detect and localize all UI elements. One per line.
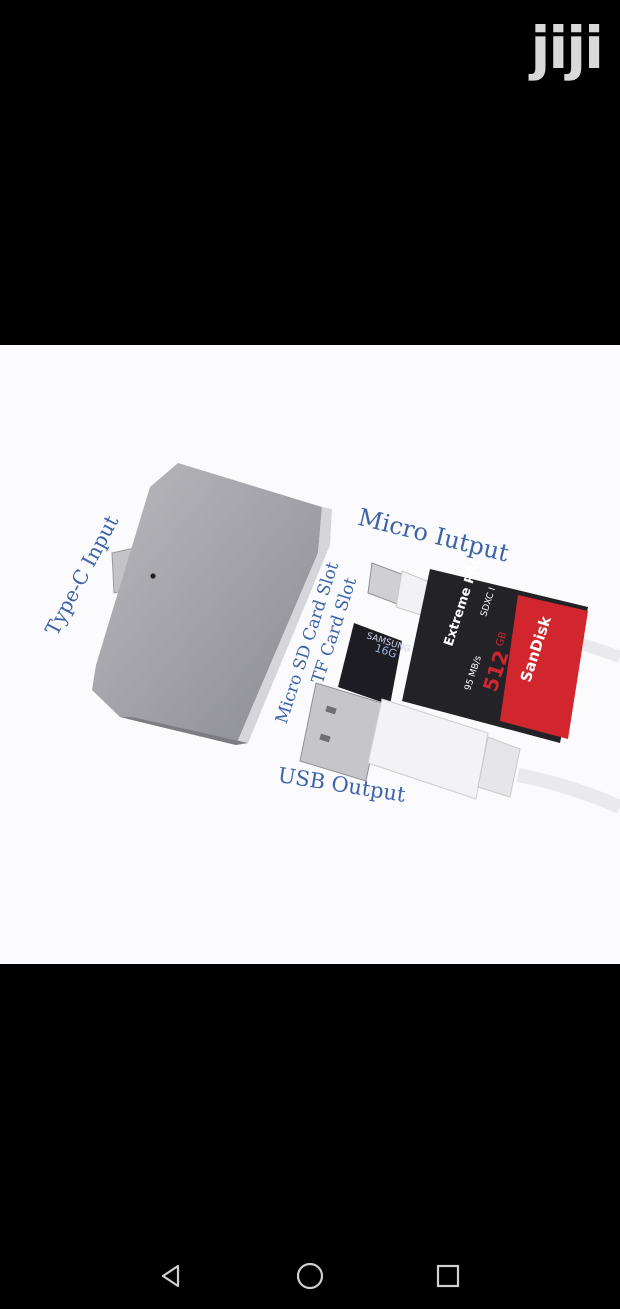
card-reader-illustration: SAMSUNG 16G SanDisk Extreme PRO 512 GB 9… bbox=[92, 463, 620, 814]
sd-card: SanDisk Extreme PRO 512 GB 95 MB/s SDXC … bbox=[402, 552, 588, 743]
card-reader-body bbox=[92, 463, 332, 745]
bottom-black-area bbox=[0, 964, 620, 1309]
back-icon[interactable] bbox=[155, 1260, 187, 1292]
top-black-area: jiji bbox=[0, 0, 620, 345]
usb-a-plug bbox=[299, 682, 620, 814]
jiji-watermark-logo: jiji bbox=[530, 14, 604, 82]
svg-text:GB: GB bbox=[494, 631, 509, 648]
recents-icon[interactable] bbox=[432, 1260, 464, 1292]
android-nav-bar bbox=[0, 1240, 620, 1309]
micro-sd-card: SAMSUNG 16G bbox=[338, 623, 412, 705]
product-image[interactable]: SAMSUNG 16G SanDisk Extreme PRO 512 GB 9… bbox=[0, 345, 620, 964]
home-icon[interactable] bbox=[294, 1260, 326, 1292]
